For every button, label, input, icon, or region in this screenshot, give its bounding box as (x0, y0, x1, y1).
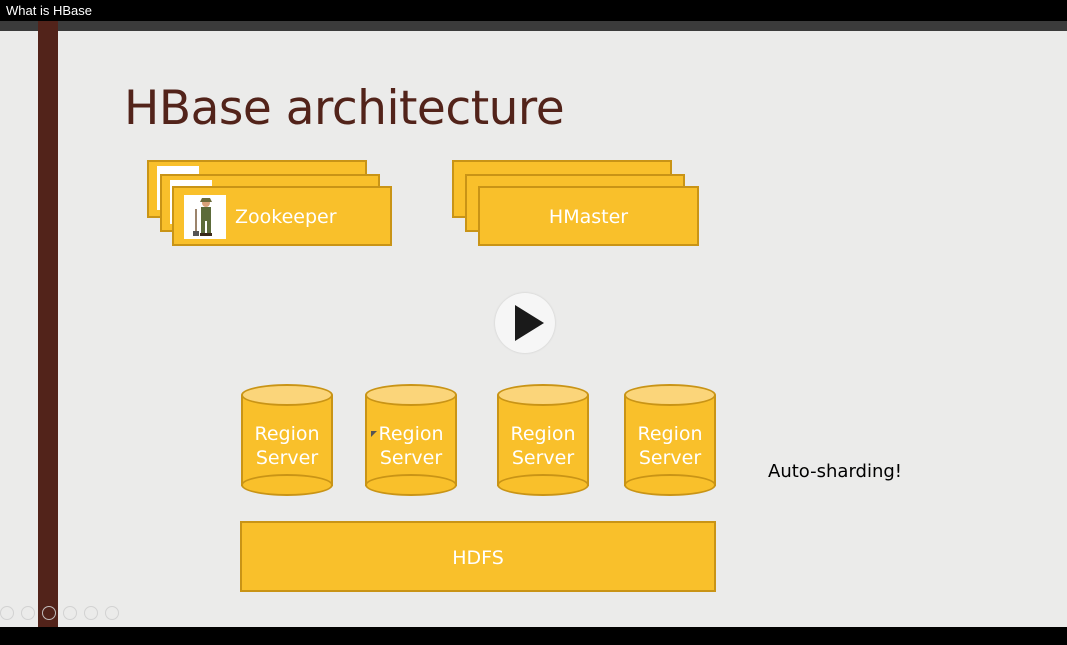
zookeeper-keeper-icon (184, 195, 226, 239)
region-server-cylinder: Region Server (624, 384, 716, 497)
region-server-label: Region Server (254, 423, 320, 469)
previous-slide-icon[interactable] (0, 606, 14, 620)
hmaster-label: HMaster (548, 206, 629, 228)
slide: HBase architecture (0, 21, 1067, 627)
region-server-cylinder: Region Server (365, 384, 457, 497)
window-title: What is HBase (6, 3, 92, 18)
pen-icon[interactable] (42, 606, 56, 620)
more-options-icon[interactable] (105, 606, 119, 620)
zookeeper-box: Zookeeper (172, 186, 392, 246)
region-server-cylinder: Region Server (497, 384, 589, 497)
region-server-label: Region Server (510, 423, 576, 469)
region-server-label: Region Server (637, 423, 703, 469)
slides-overview-icon[interactable] (63, 606, 77, 620)
zookeeper-label: Zookeeper (235, 206, 337, 228)
slide-top-band (0, 21, 1067, 31)
next-slide-icon[interactable] (21, 606, 35, 620)
hmaster-box: HMaster (478, 186, 699, 246)
bottom-letterbox (0, 627, 1067, 645)
region-server-cylinder: Region Server (241, 384, 333, 497)
play-button[interactable] (495, 293, 555, 353)
window-titlebar: What is HBase (0, 0, 1067, 21)
slide-sidebar-stripe (38, 21, 58, 627)
hdfs-box: HDFS (240, 521, 716, 592)
region-server-label: Region Server (378, 423, 444, 469)
auto-sharding-note: Auto-sharding! (768, 461, 902, 482)
hdfs-label: HDFS (452, 547, 504, 569)
mouse-cursor-icon (371, 431, 377, 437)
slide-heading: HBase architecture (124, 81, 565, 136)
zoom-icon[interactable] (84, 606, 98, 620)
